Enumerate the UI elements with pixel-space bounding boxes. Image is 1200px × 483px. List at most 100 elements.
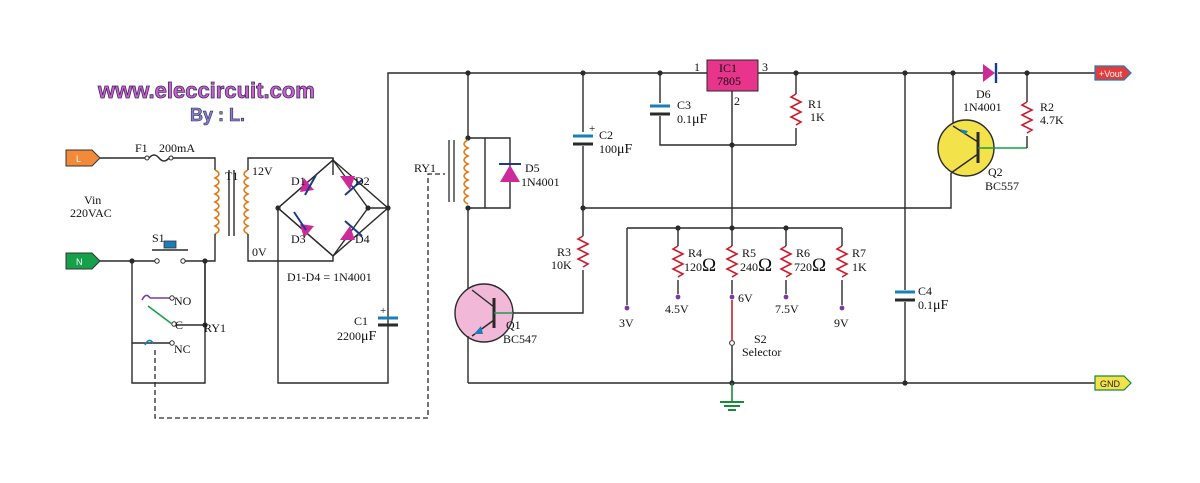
d4-ref: D4 xyxy=(355,232,370,246)
r6-ref: R6 xyxy=(796,246,810,260)
r7-ref: R7 xyxy=(852,246,866,260)
regulator-ic1 xyxy=(706,59,759,92)
tap-7-5v xyxy=(783,294,789,300)
q2-value: BC557 xyxy=(985,179,1019,193)
transformer-0v: 0V xyxy=(252,245,267,259)
diode-d6 xyxy=(983,63,998,83)
r4-value: 120Ω xyxy=(684,255,716,276)
diode-d1 xyxy=(300,174,317,196)
resistor-r4 xyxy=(671,245,685,278)
tap-6v xyxy=(729,294,735,300)
terminal-vout-label: +Vout xyxy=(1099,69,1123,79)
s2-name: Selector xyxy=(742,345,781,359)
r3-value: 10K xyxy=(551,258,572,272)
s2-ref: S2 xyxy=(754,332,767,346)
resistor-r7 xyxy=(835,245,849,278)
terminal-l-label: L xyxy=(76,154,81,164)
r5-value: 240Ω xyxy=(740,255,772,276)
relay-c-label: C xyxy=(175,318,183,332)
tap-4-5v xyxy=(675,294,681,300)
terminal-l: L xyxy=(65,149,101,167)
relay-coil-ry1 xyxy=(448,139,470,205)
fuse-value: 200mA xyxy=(159,141,195,155)
capacitor-c2: + xyxy=(573,123,595,146)
c2-value: 100μF xyxy=(599,142,633,157)
c2-ref: C2 xyxy=(599,128,613,142)
ic1-pin2: 2 xyxy=(734,94,740,108)
switch-s1 xyxy=(152,240,188,264)
terminal-n: N xyxy=(65,252,101,270)
relay-contacts xyxy=(132,294,177,346)
q1-ref: Q1 xyxy=(506,318,521,332)
r5-ref: R5 xyxy=(742,246,756,260)
vin-label: Vin xyxy=(84,193,101,207)
c1-value: 2200μF xyxy=(337,329,377,344)
r3-ref: R3 xyxy=(557,245,571,259)
c4-ref: C4 xyxy=(918,284,932,298)
relay-coil-ref: RY1 xyxy=(414,161,436,175)
selector-s2-pivot xyxy=(729,340,735,346)
terminal-gnd: GND xyxy=(1094,375,1132,391)
d5-value: 1N4001 xyxy=(521,175,560,189)
ic1-pin3: 3 xyxy=(762,60,768,74)
c3-ref: C3 xyxy=(677,98,691,112)
r4-ref: R4 xyxy=(688,246,702,260)
svg-text:+: + xyxy=(589,123,595,135)
tap-4-5v-label: 4.5V xyxy=(665,302,689,316)
terminal-n-label: N xyxy=(76,257,83,267)
transistor-q2 xyxy=(937,119,1027,177)
tap-3v-label: 3V xyxy=(619,316,634,330)
r2-ref: R2 xyxy=(1040,100,1054,114)
relay-contacts-ref: RY1 xyxy=(204,321,226,335)
transformer-ref: T1 xyxy=(225,169,238,183)
r6-value: 720Ω xyxy=(794,255,826,276)
d5-ref: D5 xyxy=(525,161,540,175)
ic1-ref: IC1 xyxy=(719,61,737,75)
tap-3v xyxy=(624,305,630,311)
ic1-pin1: 1 xyxy=(694,60,700,74)
diode-d5 xyxy=(499,163,521,182)
bridge-note: D1-D4 = 1N4001 xyxy=(287,270,372,284)
terminal-gnd-label: GND xyxy=(1100,379,1121,389)
d6-value: 1N4001 xyxy=(963,100,1002,114)
relay-no-label: NO xyxy=(174,294,192,308)
capacitor-c1: + xyxy=(378,305,398,327)
c1-ref: C1 xyxy=(354,314,368,328)
diode-d3 xyxy=(293,211,314,238)
r2-value: 4.7K xyxy=(1040,113,1064,127)
author-watermark: By : L. xyxy=(190,105,245,125)
tap-6v-label: 6V xyxy=(738,291,753,305)
c3-value: 0.1μF xyxy=(677,112,708,127)
capacitor-c4 xyxy=(895,290,915,302)
resistor-r3 xyxy=(576,235,590,268)
q2-ref: Q2 xyxy=(988,165,1003,179)
tap-9v-label: 9V xyxy=(834,316,849,330)
relay-nc-label: NC xyxy=(174,342,191,356)
r1-ref: R1 xyxy=(808,97,822,111)
ground-symbol xyxy=(720,383,744,411)
q1-value: BC547 xyxy=(503,332,537,346)
tap-7-5v-label: 7.5V xyxy=(775,302,799,316)
diode-d4 xyxy=(340,220,363,240)
fuse-ref: F1 xyxy=(135,141,148,155)
s1-ref: S1 xyxy=(152,231,165,245)
d2-ref: D2 xyxy=(355,174,370,188)
tap-9v xyxy=(839,305,845,311)
resistor-r6 xyxy=(779,245,793,278)
c4-value: 0.1μF xyxy=(918,298,949,313)
diode-d2 xyxy=(340,176,363,196)
relay-mechanical-link xyxy=(154,173,445,419)
transformer-t1 xyxy=(213,169,250,236)
d3-ref: D3 xyxy=(291,232,306,246)
r7-value: 1K xyxy=(852,260,867,274)
d1-ref: D1 xyxy=(291,174,306,188)
d6-ref: D6 xyxy=(976,87,991,101)
resistor-r2 xyxy=(1020,101,1034,134)
ic1-value: 7805 xyxy=(717,74,741,88)
fuse-f1 xyxy=(144,154,174,162)
capacitor-c3 xyxy=(650,104,670,116)
vac-label: 220VAC xyxy=(70,206,112,220)
resistor-r1 xyxy=(789,93,803,126)
